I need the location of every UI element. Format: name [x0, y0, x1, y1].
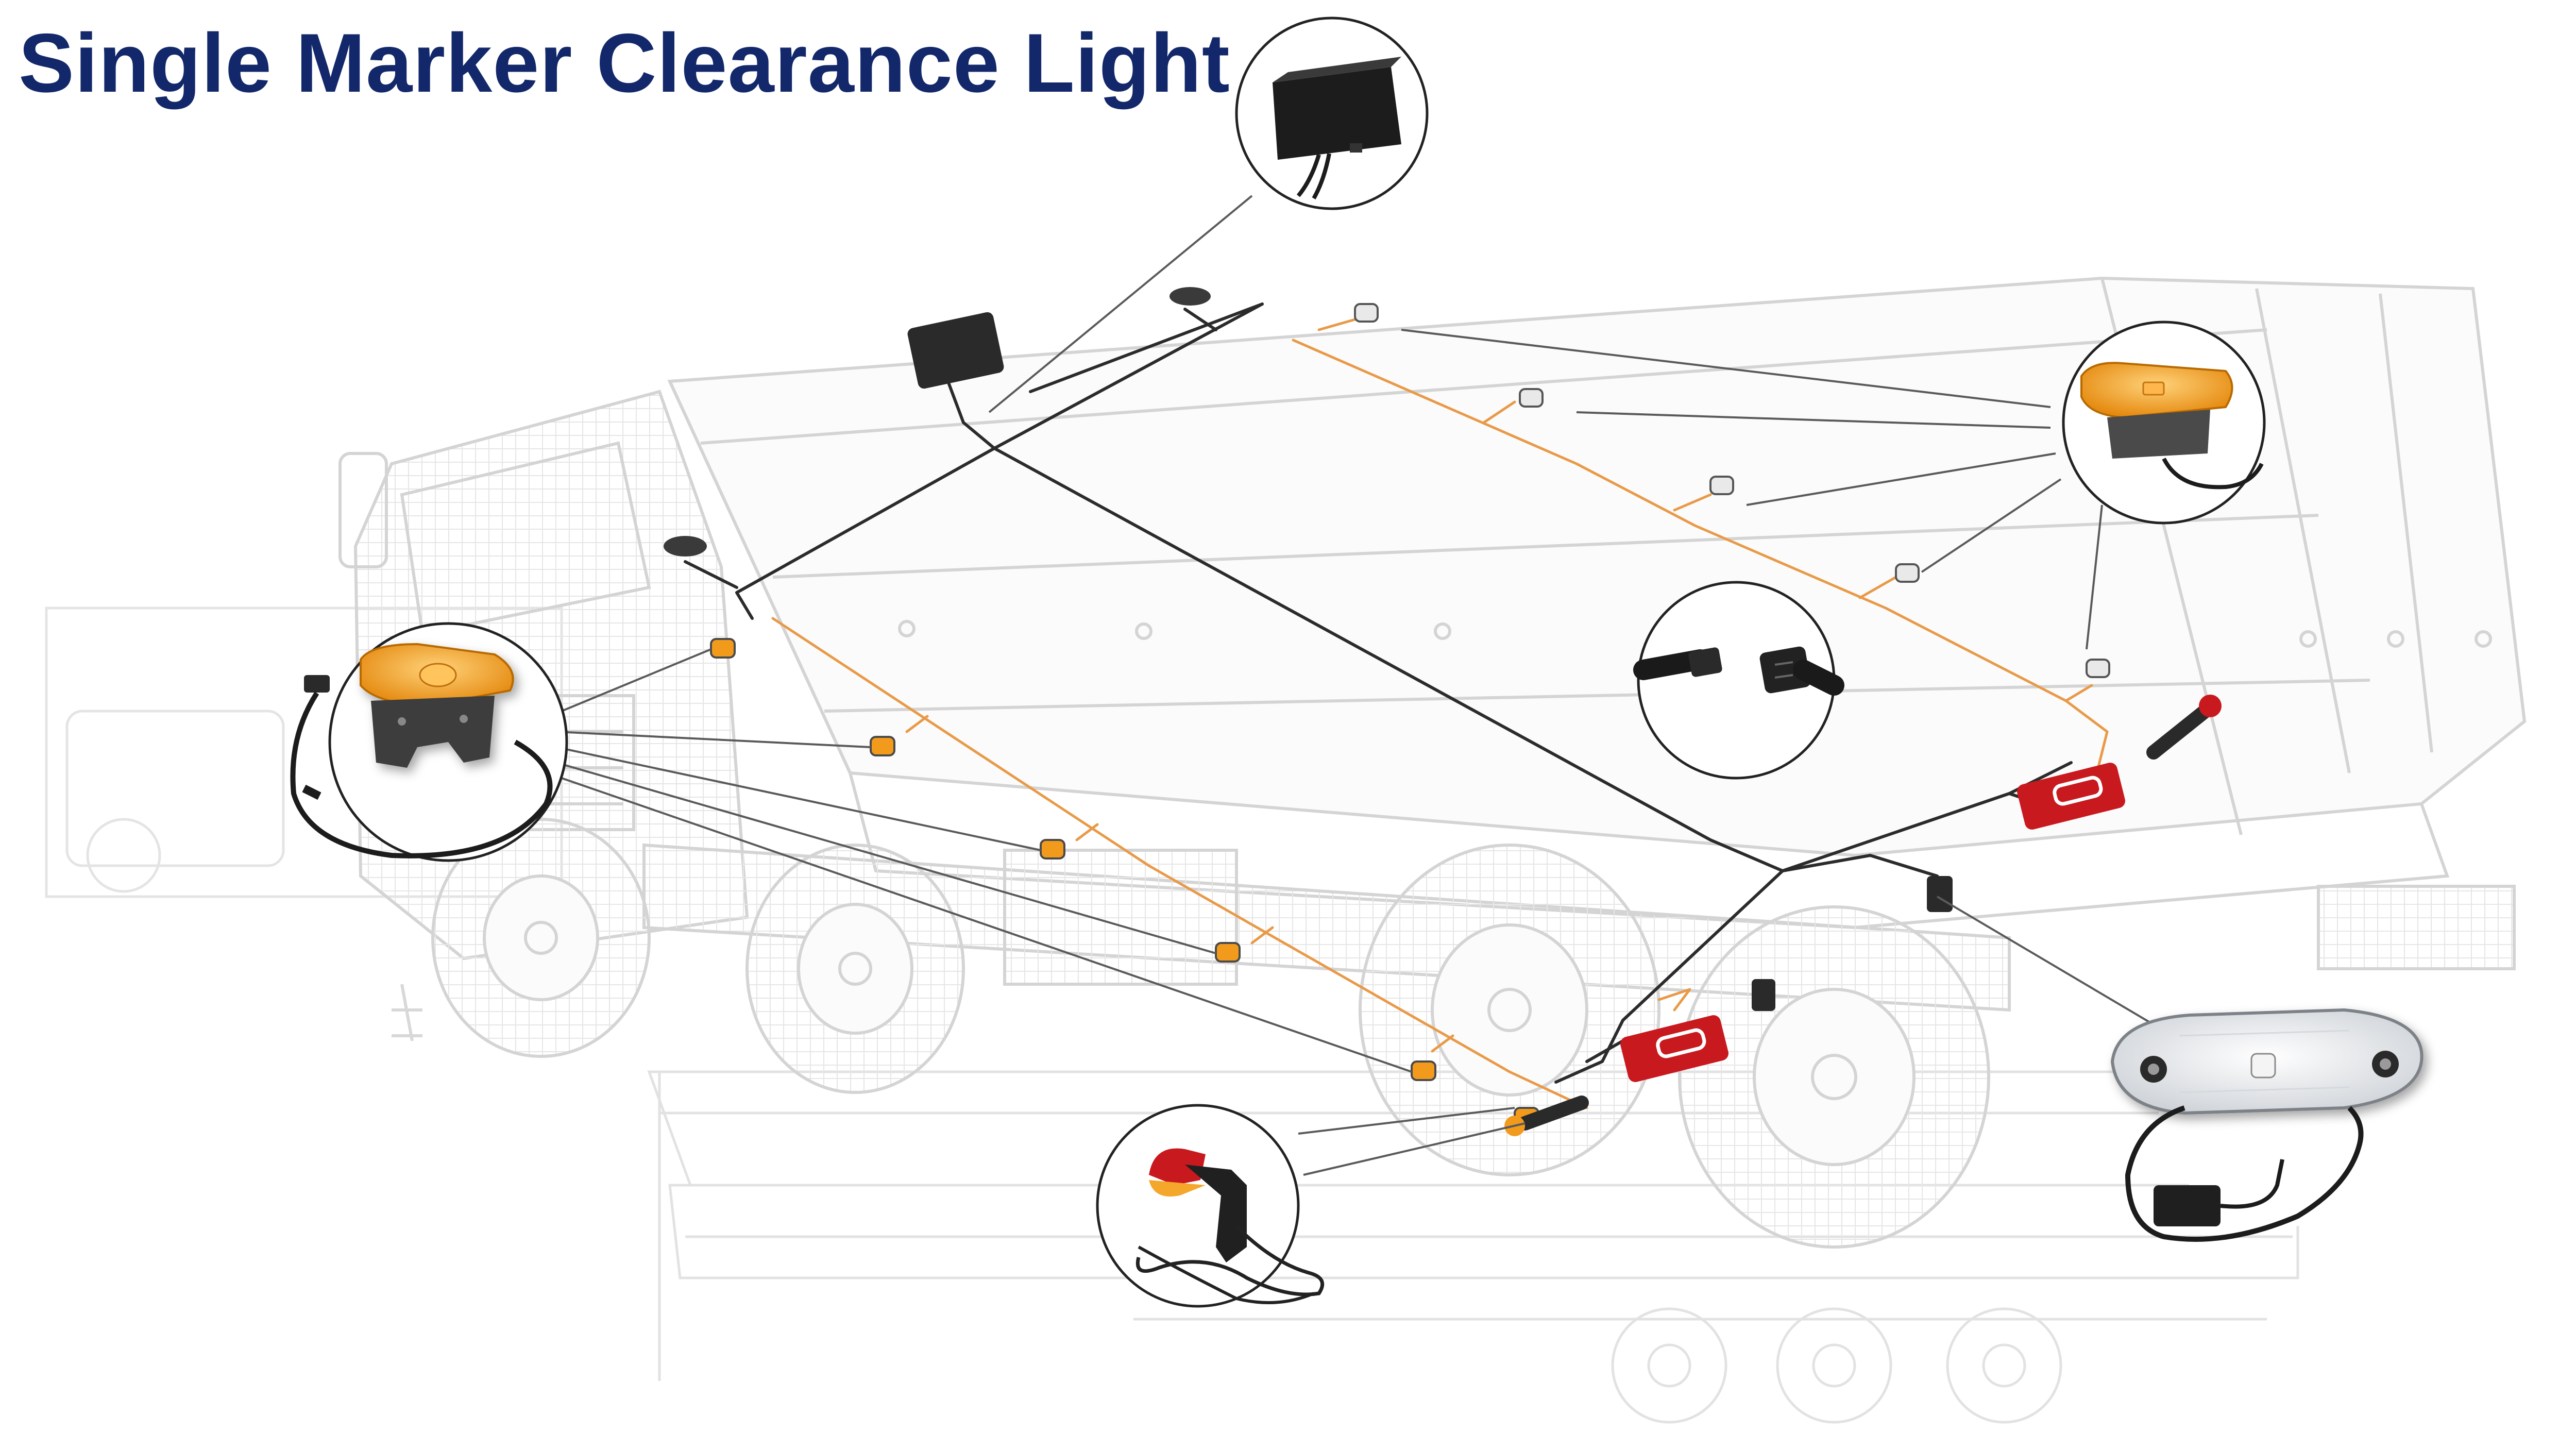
white-lamp-5 [2086, 659, 2110, 678]
truck-wheels [431, 818, 1990, 1249]
front-clearance-lamp-1 [1170, 287, 1211, 306]
wheel-3 [1359, 844, 1660, 1176]
connector-icon [1633, 646, 1844, 696]
junction-box-icon [1273, 57, 1401, 199]
rear-lamp-on-truck-2 [1620, 1015, 1728, 1082]
page-title: Single Marker Clearance Light [19, 16, 1230, 110]
white-lamp-4 [1895, 563, 1920, 583]
on-truck-lamps [664, 287, 2222, 1136]
cone-marker [392, 984, 422, 1041]
callout-white-marker [2110, 979, 2424, 1242]
wheel-4 [1678, 905, 1990, 1249]
white-lamp-2 [1519, 388, 1544, 408]
callout-inline-connector [1633, 581, 1844, 780]
wheel-2 [745, 844, 965, 1094]
dump-body [667, 276, 2527, 930]
stalk-marker-icon [1136, 1148, 1325, 1304]
amber-lamp-2 [870, 736, 895, 756]
callout-amber-side-marker [2062, 321, 2266, 525]
rear-lamp-on-truck-1 [2017, 763, 2125, 830]
white-lamps-top [1354, 303, 2110, 678]
amber-lamp-4 [1215, 942, 1241, 963]
wiring-harness [684, 302, 2109, 1109]
white-marker-icon [2110, 1008, 2424, 1115]
stalk-lamp-on-truck-1 [2146, 695, 2222, 760]
callout-lines [556, 195, 2165, 1176]
amber-bracket-marker-icon [360, 643, 514, 768]
amber-lamp-1 [710, 638, 736, 659]
white-marker-cable-icon [2125, 1105, 2364, 1242]
small-box-on-truck-2 [1752, 979, 1775, 1011]
orange-wire-upper [1292, 318, 2109, 774]
white-lamp-3 [1709, 476, 1734, 495]
wheel-1 [431, 818, 651, 1058]
callout-junction-box [1235, 16, 1429, 210]
truck-illustration [45, 276, 2527, 1424]
black-harness [684, 302, 2073, 1084]
callout-stalk-marker [1096, 1104, 1325, 1308]
callout-amber-bracket-marker [290, 622, 568, 862]
amber-side-marker-icon [2080, 362, 2264, 490]
cable-plug-icon [290, 675, 553, 858]
amber-lamp-3 [1040, 839, 1065, 860]
junction-box-on-truck [907, 312, 1004, 389]
white-lamp-1 [1354, 303, 1379, 323]
amber-lamp-5 [1411, 1060, 1436, 1081]
front-clearance-lamp-2 [664, 536, 707, 557]
orange-wire-lower [771, 617, 1691, 1109]
small-box-on-truck-1 [1927, 876, 1953, 912]
